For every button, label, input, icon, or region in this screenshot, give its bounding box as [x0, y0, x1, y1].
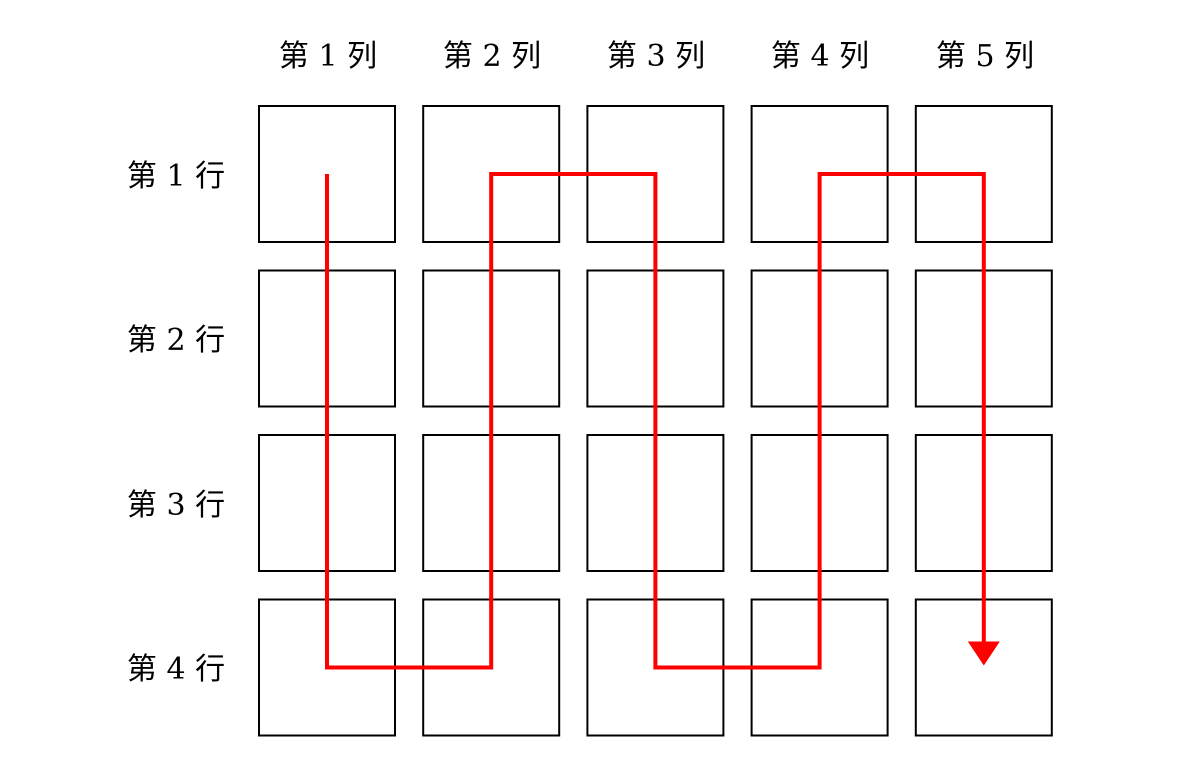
column-label: 第 4 列	[771, 39, 869, 74]
column-label: 第 2 列	[443, 39, 541, 74]
row-label: 第 3 行	[127, 488, 225, 523]
column-label: 第 5 列	[936, 39, 1034, 74]
column-label: 第 1 列	[279, 39, 377, 74]
traversal-path-layer	[325, 172, 1000, 670]
row-label: 第 1 行	[127, 159, 225, 194]
row-label: 第 2 行	[127, 323, 225, 358]
row-label: 第 4 行	[127, 652, 225, 687]
column-label: 第 3 列	[607, 39, 705, 74]
traversal-path	[325, 172, 1000, 670]
column-labels: 第 1 列 第 2 列 第 3 列 第 4 列 第 5 列	[279, 39, 1034, 74]
row-labels: 第 1 行 第 2 行 第 3 行 第 4 行	[127, 159, 225, 687]
